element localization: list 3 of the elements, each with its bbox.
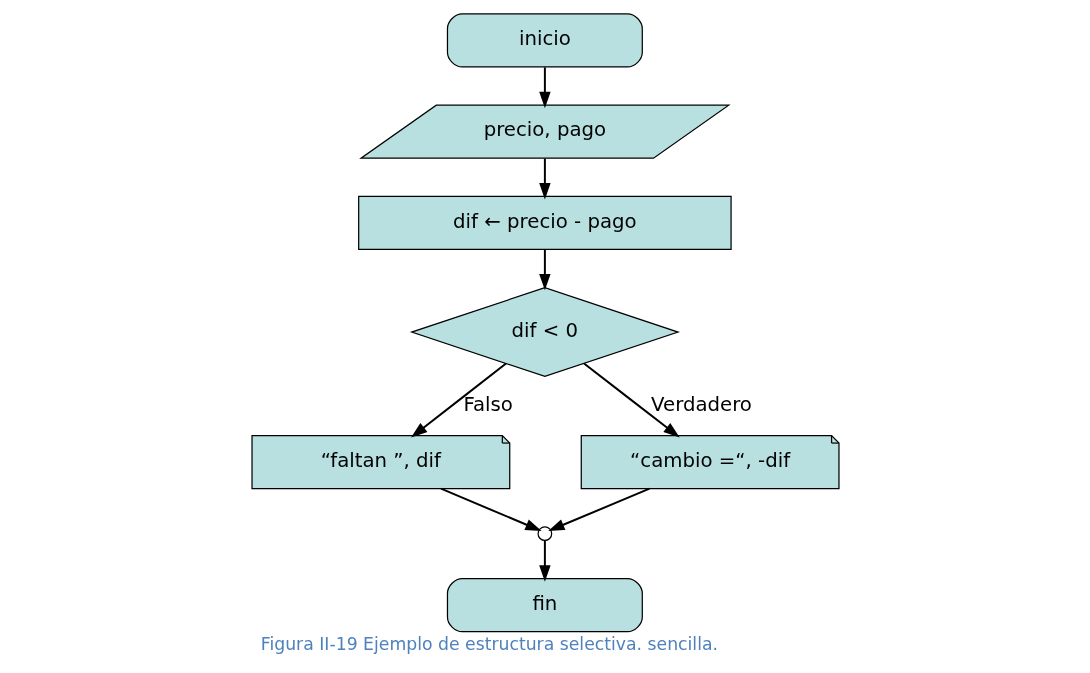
caption: Figura II-19 Ejemplo de estructura selectiva. sencilla.	[260, 633, 718, 654]
edge-label: Verdadero	[650, 392, 752, 416]
edge-label: Falso	[462, 392, 513, 416]
